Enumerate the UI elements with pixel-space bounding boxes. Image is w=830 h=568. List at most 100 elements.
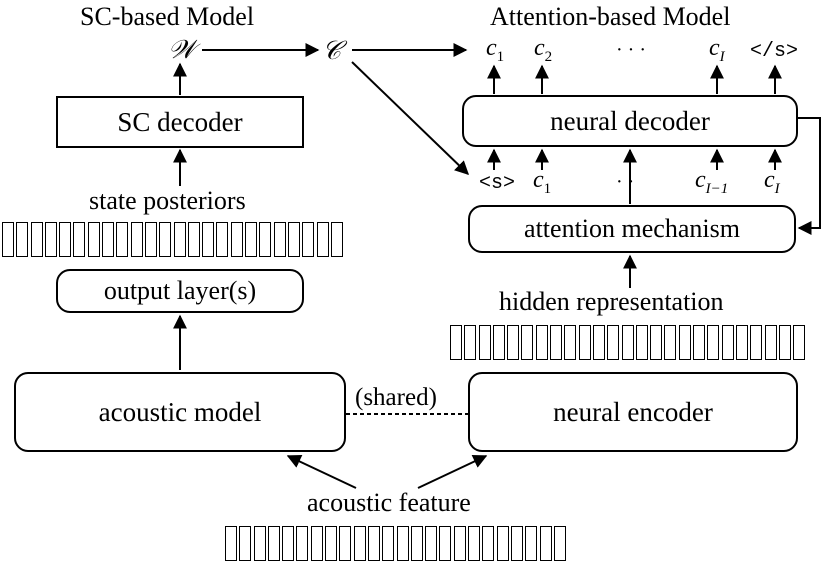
vector-element [678, 325, 691, 360]
output-layer-box: output layer(s) [56, 269, 304, 313]
vector-element [267, 526, 280, 561]
input-cI-minus-1: cI−1 [695, 167, 729, 197]
vector-element [310, 526, 323, 561]
vector-element [325, 526, 338, 561]
vector-element [116, 222, 129, 257]
vector-element [16, 222, 29, 257]
acoustic-model-box: acoustic model [14, 372, 346, 452]
vector-element [230, 222, 243, 257]
input-dots: · · [616, 171, 635, 193]
vector-element [225, 526, 237, 561]
vector-element [30, 222, 43, 257]
vector-element [216, 222, 229, 257]
vector-element [453, 526, 466, 561]
vector-element [621, 325, 634, 360]
vector-element [664, 325, 677, 360]
vector-element [173, 222, 186, 257]
vector-element [282, 526, 295, 561]
neural-decoder-label: neural decoder [550, 105, 710, 136]
vector-element [564, 325, 577, 360]
vector-element [202, 222, 215, 257]
vector-element [159, 222, 172, 257]
vector-element [750, 325, 763, 360]
vector-element [253, 526, 266, 561]
vector-element [330, 222, 343, 257]
vector-element [425, 526, 438, 561]
arrow-feature-to-acoustic-model [286, 455, 357, 489]
vector-element [130, 222, 143, 257]
vector-element [764, 325, 777, 360]
vector-element [693, 325, 706, 360]
vector-element [296, 526, 309, 561]
vector-element [382, 526, 395, 561]
acoustic-feature-vector [225, 526, 568, 561]
c-symbol: 𝒞 [322, 36, 341, 65]
neural-decoder-box: neural decoder [462, 95, 798, 147]
vector-element [353, 526, 366, 561]
sc-decoder-box: SC decoder [56, 96, 304, 148]
vector-element [287, 222, 300, 257]
vector-element [521, 325, 534, 360]
vector-element [102, 222, 115, 257]
vector-element [464, 325, 477, 360]
vector-element [507, 325, 520, 360]
attention-mechanism-box: attention mechanism [468, 205, 796, 253]
vector-element [339, 526, 352, 561]
output-end-token: </s> [750, 40, 799, 63]
vector-element [778, 325, 791, 360]
vector-element [245, 222, 258, 257]
vector-element [735, 325, 748, 360]
output-c2: c2 [534, 35, 553, 65]
input-cI: cI [764, 167, 780, 197]
arrow-feature-to-encoder [417, 455, 488, 489]
vector-element [73, 222, 86, 257]
input-start-token: <s> [479, 172, 516, 195]
vector-element [302, 222, 315, 257]
input-c1: c1 [533, 167, 552, 197]
output-dots: · · · [616, 39, 646, 61]
hidden-representation-label: hidden representation [499, 287, 724, 316]
vector-element [592, 325, 605, 360]
attention-model-title: Attention-based Model [490, 2, 731, 31]
arrow-decoder-to-attention [797, 117, 821, 235]
vector-element [492, 325, 505, 360]
vector-element [578, 325, 591, 360]
vector-element [450, 325, 462, 360]
vector-element [439, 526, 452, 561]
arrow-c-to-start-token [351, 61, 470, 175]
vector-element [396, 526, 409, 561]
neural-encoder-box: neural encoder [468, 372, 798, 452]
vector-element [721, 325, 734, 360]
vector-element [239, 526, 252, 561]
vector-element [273, 222, 286, 257]
vector-element [510, 526, 523, 561]
vector-element [525, 526, 538, 561]
state-posteriors-label: state posteriors [89, 186, 246, 215]
neural-encoder-label: neural encoder [553, 396, 713, 427]
vector-element [478, 325, 491, 360]
vector-element [410, 526, 423, 561]
vector-element [607, 325, 620, 360]
vector-element [144, 222, 157, 257]
vector-element [87, 222, 100, 257]
vector-element [367, 526, 380, 561]
hidden-representation-vector [450, 325, 807, 360]
vector-element [2, 222, 14, 257]
acoustic-feature-label: acoustic feature [307, 488, 471, 517]
vector-element [496, 526, 509, 561]
vector-element [635, 325, 648, 360]
shared-label: (shared) [355, 384, 437, 411]
output-layer-label: output layer(s) [103, 276, 257, 305]
vector-element [707, 325, 720, 360]
vector-element [539, 526, 552, 561]
state-posteriors-vector [2, 222, 345, 257]
vector-element [316, 222, 329, 257]
sc-decoder-label: SC decoder [117, 106, 243, 137]
vector-element [550, 325, 563, 360]
attention-mechanism-label: attention mechanism [524, 214, 740, 243]
vector-element [187, 222, 200, 257]
w-symbol: 𝒲 [168, 35, 196, 64]
vector-element [650, 325, 663, 360]
vector-element [535, 325, 548, 360]
vector-element [259, 222, 272, 257]
